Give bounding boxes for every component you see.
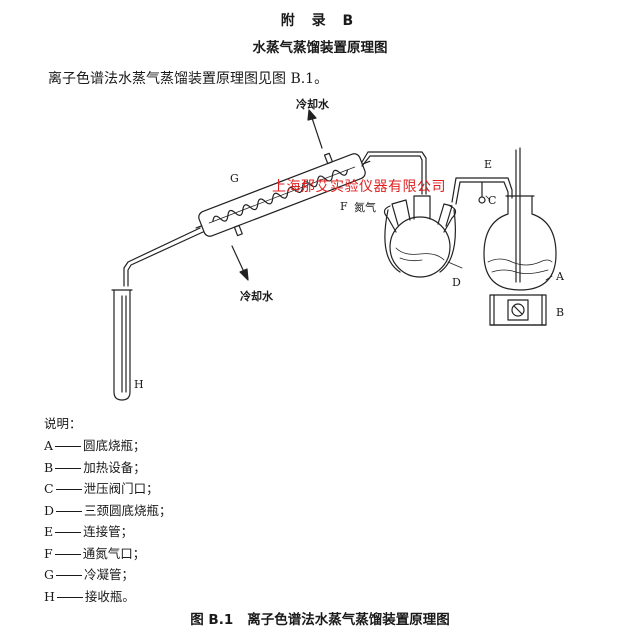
distillation-apparatus-diagram [111,109,557,401]
coolant-inlet-label: 冷却水 [240,290,273,303]
label-h: H [134,378,144,391]
figure-number: 图 B.1 [190,612,234,628]
appendix-title: 附 录 B [280,13,360,29]
figure-caption: 图 B.1 离子色谱法水蒸气蒸馏装置原理图 [0,608,640,628]
coolant-out-arrow [307,109,323,149]
condenser-tube [195,152,371,237]
three-neck-flask [383,195,457,278]
nitrogen-label: 氮气 [354,201,376,214]
heating-device [489,294,547,326]
label-a: A [556,270,564,283]
label-d: D [452,276,461,289]
label-g: G [230,172,239,185]
legend-heading: 说明： [44,416,82,431]
appendix-subtitle: 水蒸气蒸馏装置原理图 [252,40,388,56]
coolant-outlet-label: 冷却水 [296,98,329,111]
intro-paragraph: 离子色谱法水蒸气蒸馏装置原理图见图 B.1。 [48,71,329,87]
label-c: C [488,194,497,207]
figure-title: 离子色谱法水蒸气蒸馏装置原理图 [247,612,450,628]
label-f: F [340,200,348,213]
label-b: B [556,306,565,319]
receiver-tube [111,289,133,401]
round-bottom-flask [483,147,557,291]
coolant-in-arrow [231,245,249,281]
label-e: E [484,158,493,171]
watermark-text: 上海那艾实验仪器有限公司 [272,179,446,195]
